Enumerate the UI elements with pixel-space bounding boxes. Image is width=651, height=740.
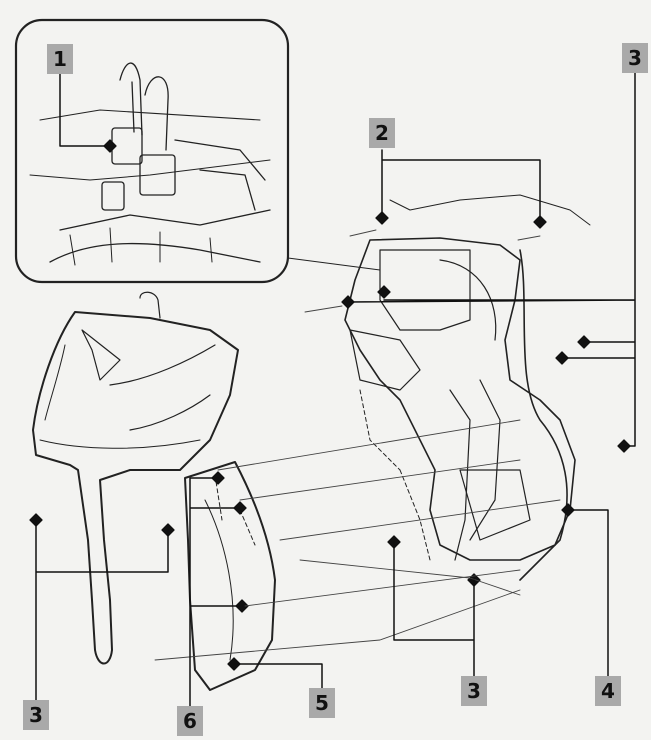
callout-4: 4 bbox=[595, 676, 621, 706]
callout-2: 2 bbox=[369, 118, 395, 148]
connector-socket bbox=[139, 154, 176, 196]
front-cover-panel bbox=[32, 291, 239, 665]
leader-1 bbox=[59, 73, 109, 147]
connector-detail-inset bbox=[14, 18, 290, 284]
callout-5: 5 bbox=[309, 688, 335, 718]
callout-6: 6 bbox=[177, 706, 203, 736]
leader-3-bottom bbox=[393, 541, 475, 677]
leader-5 bbox=[233, 663, 323, 689]
frame-assembly bbox=[344, 194, 591, 581]
leader-2 bbox=[381, 149, 541, 223]
callout-1: 1 bbox=[47, 44, 73, 74]
connector-1-marker bbox=[103, 139, 117, 153]
assembly-guide-lines bbox=[154, 229, 561, 661]
callout-3-bottom: 3 bbox=[461, 676, 487, 706]
callout-3-lower-left: 3 bbox=[23, 700, 49, 730]
leader-3-lower-left bbox=[35, 519, 169, 701]
leader-6 bbox=[189, 477, 243, 707]
inset-pointer-line bbox=[287, 257, 381, 271]
leader-4 bbox=[567, 509, 609, 677]
callout-leaders bbox=[35, 71, 636, 707]
bolt-frame-top bbox=[377, 285, 391, 299]
leader-3-right bbox=[347, 71, 636, 447]
callout-3-top-right: 3 bbox=[622, 43, 648, 73]
